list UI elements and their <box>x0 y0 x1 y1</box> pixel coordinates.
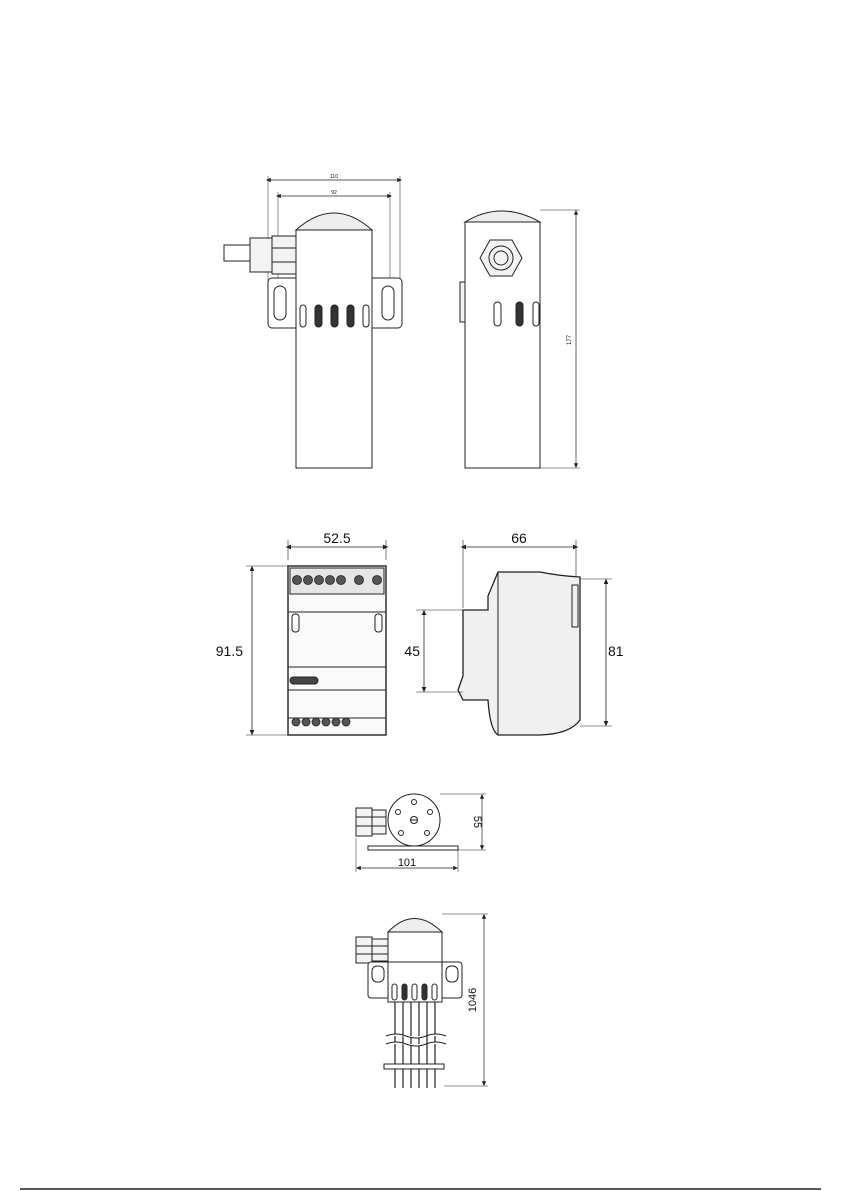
dim-sensor-height: 177 <box>567 334 573 345</box>
dim-cable-height: 1046 <box>467 988 479 1012</box>
dim-module-height: 91.5 <box>216 643 243 659</box>
dim-module-step: 45 <box>404 643 420 659</box>
dim-round-height: 55 <box>471 816 483 828</box>
dim-module-side-height: 81 <box>608 643 624 659</box>
sensor-side-view <box>460 210 580 468</box>
dim-outer-width: 110 <box>330 174 338 180</box>
dim-round-width: 101 <box>398 857 416 869</box>
din-module-front-view <box>246 540 386 735</box>
sensor-front-view <box>224 176 402 468</box>
round-sensor-top-view <box>356 794 486 872</box>
dim-inner-width: 92 <box>331 190 337 196</box>
dim-module-depth: 66 <box>511 530 527 546</box>
din-module-side-view <box>416 540 612 735</box>
dim-module-width: 52.5 <box>323 530 350 546</box>
